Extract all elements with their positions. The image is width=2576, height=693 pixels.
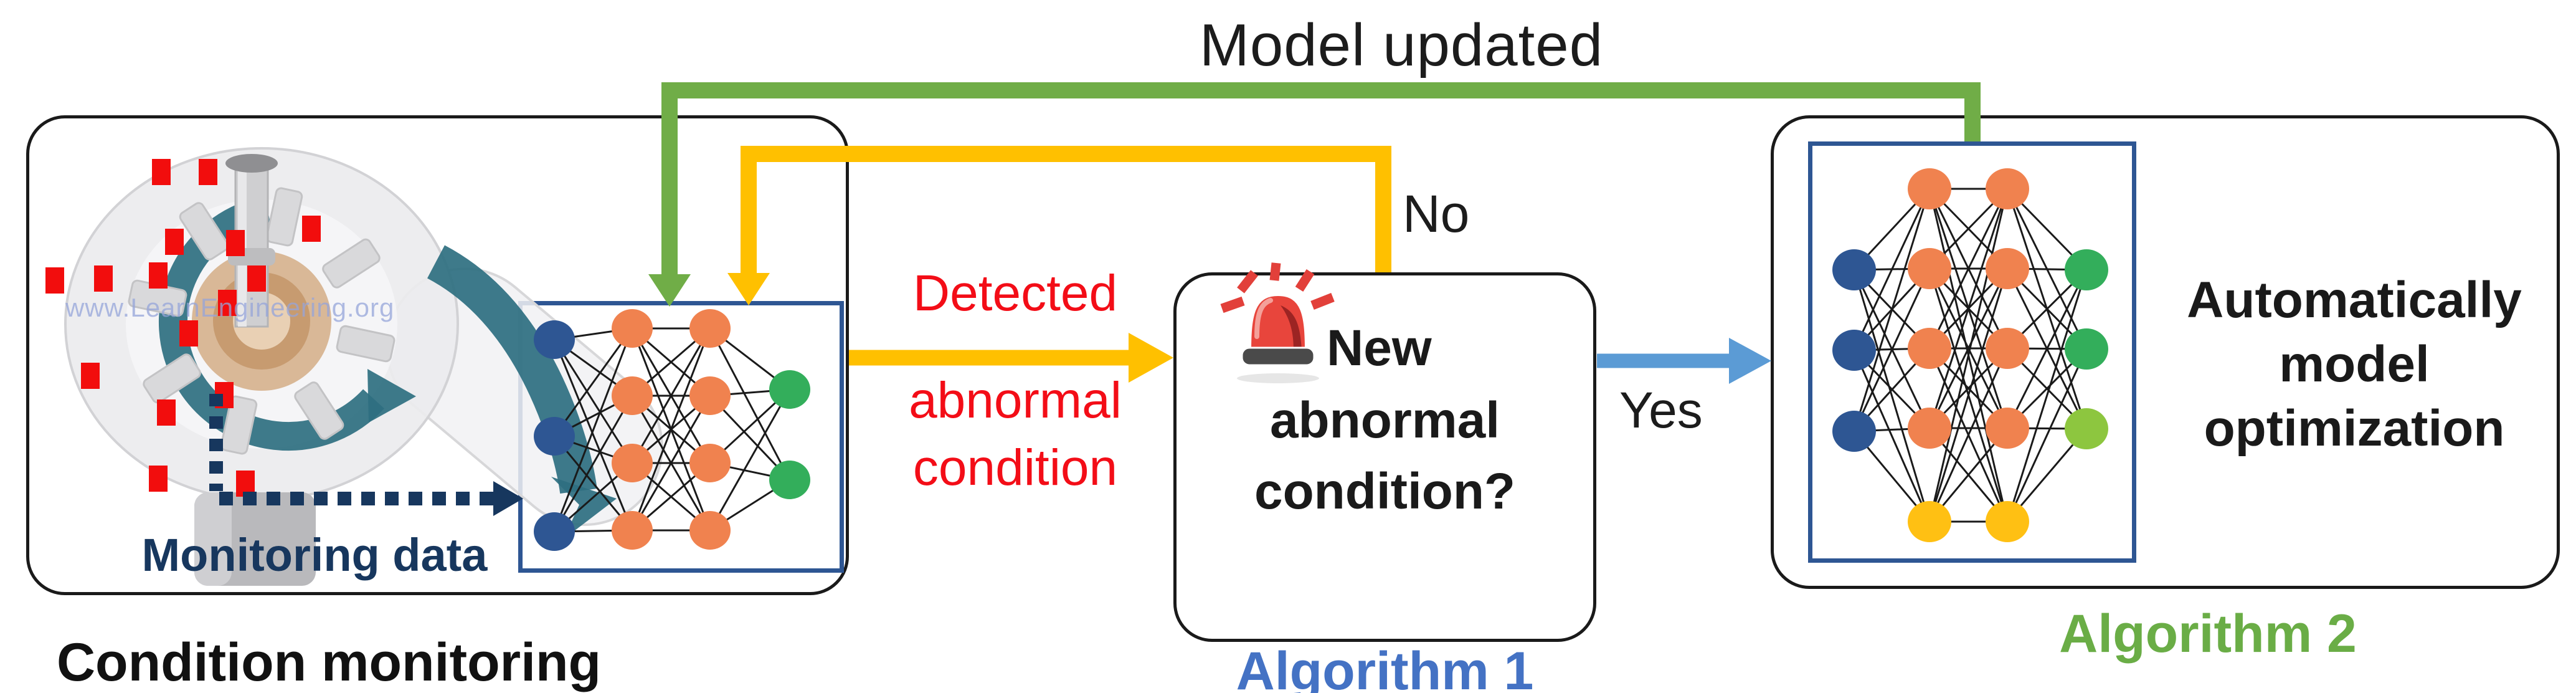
optimization-line2: model [2279,336,2430,393]
yes-label: Yes [1619,382,1703,439]
question-line3: condition? [1254,463,1515,520]
yes-arrow [1597,338,1771,384]
detected-label-line2: abnormal [909,372,1122,429]
question-line1: New [1327,320,1432,376]
no-label: No [1403,184,1470,243]
algorithm1-label: Algorithm 1 [1236,641,1534,693]
watermark-text: www.LearnEngineering.org [65,293,395,322]
detected-label-line1: Detected [912,265,1118,322]
monitoring-data-label: Monitoring data [141,529,488,581]
model-updated-label: Model updated [1199,12,1604,79]
algorithm2-label: Algorithm 2 [2059,604,2357,664]
nn-box-optimization [1808,141,2136,563]
optimization-line1: Automatically [2187,272,2522,328]
question-line2: abnormal [1269,392,1500,449]
nn-box-monitoring [518,301,844,573]
condition-monitoring-label: Condition monitoring [56,633,602,692]
detected-label-line3: condition [912,439,1118,496]
optimization-line3: optimization [2204,400,2505,457]
algorithm1-box [1173,272,1596,642]
